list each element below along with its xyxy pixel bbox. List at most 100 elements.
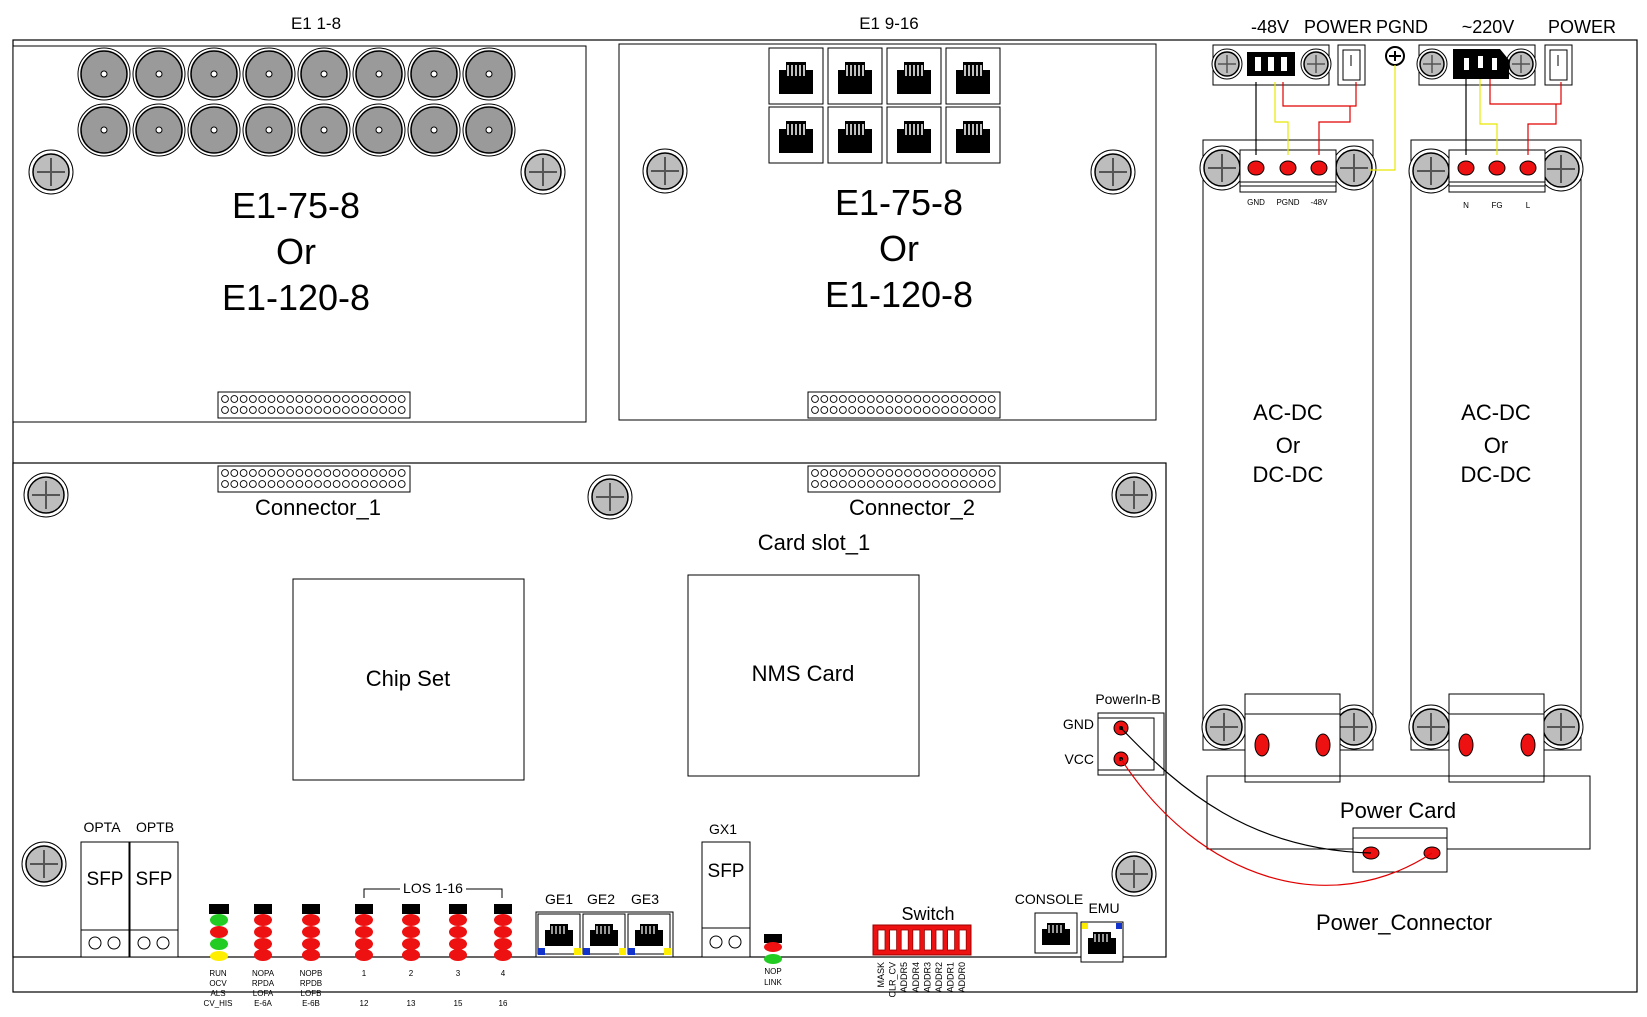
ge3-label: GE3 <box>631 891 659 907</box>
sfp-port-opta[interactable] <box>80 841 130 958</box>
ge2-label: GE2 <box>587 891 615 907</box>
bnc-connector[interactable] <box>407 103 461 157</box>
ac-terminal-n: N <box>1463 201 1469 210</box>
led-los-4 <box>494 904 512 961</box>
psu-2-line2: Or <box>1484 433 1508 458</box>
led-label-nopa: NOPA <box>252 969 275 978</box>
emu-label: EMU <box>1088 900 1119 916</box>
nms-card-label: NMS Card <box>752 661 855 686</box>
header-connector-e1-right <box>807 391 1001 419</box>
e1-rj45-port[interactable] <box>827 47 883 105</box>
bnc-connector[interactable] <box>297 103 351 157</box>
e1-rj45-port[interactable] <box>827 106 883 164</box>
screw-icon <box>1199 145 1245 191</box>
e1-rj45-port[interactable] <box>886 47 942 105</box>
e1-rj45-port[interactable] <box>768 106 824 164</box>
led-label-nopb: NOPB <box>300 969 323 978</box>
sfp-port-optb[interactable] <box>129 841 179 958</box>
bnc-connector[interactable] <box>407 47 461 101</box>
ac-220v-inlet[interactable] <box>1416 44 1537 86</box>
switch-bit-label: CLR_CV <box>888 962 898 998</box>
screw-icon <box>1331 145 1377 191</box>
screw-icon <box>587 474 633 520</box>
ac220-label: ~220V <box>1462 17 1515 37</box>
dc-terminal-pgnd: PGND <box>1276 198 1299 207</box>
power-switch-left[interactable] <box>1337 44 1366 86</box>
e1-rj45-port[interactable] <box>886 106 942 164</box>
led-run <box>209 904 229 961</box>
bnc-connector[interactable] <box>462 103 516 157</box>
screw-icon <box>1090 149 1136 195</box>
connector-1-label: Connector_1 <box>255 495 381 520</box>
power-connector-label: Power_Connector <box>1316 910 1492 935</box>
psu-2-line1: AC-DC <box>1461 400 1531 425</box>
bnc-connector[interactable] <box>462 47 516 101</box>
psu-1-line3: DC-DC <box>1253 462 1324 487</box>
bnc-connector[interactable] <box>352 103 406 157</box>
chip-set-label: Chip Set <box>366 666 450 691</box>
screw-icon <box>21 841 67 887</box>
ac-terminal-fg: FG <box>1491 201 1502 210</box>
bnc-connector[interactable] <box>187 103 241 157</box>
e1-9-16-label: E1 9-16 <box>859 14 919 33</box>
switch-label: Switch <box>901 904 954 924</box>
dc-48v-inlet[interactable] <box>1211 44 1332 86</box>
sfp-port-gx1[interactable] <box>701 841 751 958</box>
bnc-connector[interactable] <box>242 103 296 157</box>
led-nop <box>764 934 782 964</box>
e1-card-left-line3: E1-120-8 <box>222 277 370 318</box>
bnc-connector[interactable] <box>352 47 406 101</box>
screw-icon <box>1111 472 1157 518</box>
vcc-label: VCC <box>1064 751 1094 767</box>
connector-2 <box>807 465 1001 493</box>
console-label: CONSOLE <box>1015 891 1083 907</box>
switch-bit-label: ADDR2 <box>934 962 944 993</box>
led-los-2 <box>402 904 420 961</box>
dc-terminal-48v: -48V <box>1311 198 1329 207</box>
led-label-rpdb: RPDB <box>300 979 322 988</box>
e1-rj45-port[interactable] <box>945 47 1001 105</box>
console-port[interactable] <box>1034 912 1078 954</box>
optb-label: OPTB <box>136 819 174 835</box>
bnc-connector[interactable] <box>187 47 241 101</box>
los-bracket <box>363 888 400 898</box>
bnc-connector[interactable] <box>132 103 186 157</box>
bnc-connector[interactable] <box>242 47 296 101</box>
led-label-run: RUN <box>209 969 227 978</box>
ac-terminal-block <box>1448 149 1546 193</box>
switch-bit-label: ADDR1 <box>946 962 956 993</box>
switch-bit-label: ADDR5 <box>899 962 909 993</box>
screw-icon <box>520 149 566 195</box>
power-switch-right[interactable] <box>1544 44 1573 86</box>
dc-terminal-gnd: GND <box>1247 198 1265 207</box>
e1-rj45-port[interactable] <box>768 47 824 105</box>
ac-terminal-l: L <box>1526 201 1531 210</box>
led-label-los-13: 13 <box>407 999 416 1008</box>
led-nopb <box>302 904 320 961</box>
led-label-los-1: 1 <box>362 969 367 978</box>
powerin-b-connector <box>1097 712 1165 776</box>
led-label-ocv: OCV <box>209 979 227 988</box>
screw-icon <box>1201 704 1247 750</box>
card-slot-label: Card slot_1 <box>758 530 871 555</box>
pgnd-terminal <box>1385 46 1405 66</box>
psu-2-output-block <box>1448 693 1545 783</box>
led-los-3 <box>449 904 467 961</box>
led-label-lofa: LOFA <box>253 989 274 998</box>
led-label-e6a: E-6A <box>254 999 272 1008</box>
led-label-link: LINK <box>764 978 782 987</box>
nms-card <box>687 574 920 777</box>
e1-1-8-label: E1 1-8 <box>291 14 341 33</box>
e1-card-right-line2: Or <box>879 228 919 269</box>
opta-label: OPTA <box>83 819 121 835</box>
power-card-label: Power Card <box>1340 798 1456 823</box>
powerin-b-label: PowerIn-B <box>1095 691 1160 707</box>
bnc-connector[interactable] <box>132 47 186 101</box>
led-label-e6b: E-6B <box>302 999 320 1008</box>
e1-rj45-port[interactable] <box>945 106 1001 164</box>
bnc-connector[interactable] <box>77 103 131 157</box>
bnc-connector[interactable] <box>77 47 131 101</box>
bnc-connector[interactable] <box>297 47 351 101</box>
e1-card-right-line3: E1-120-8 <box>825 274 973 315</box>
